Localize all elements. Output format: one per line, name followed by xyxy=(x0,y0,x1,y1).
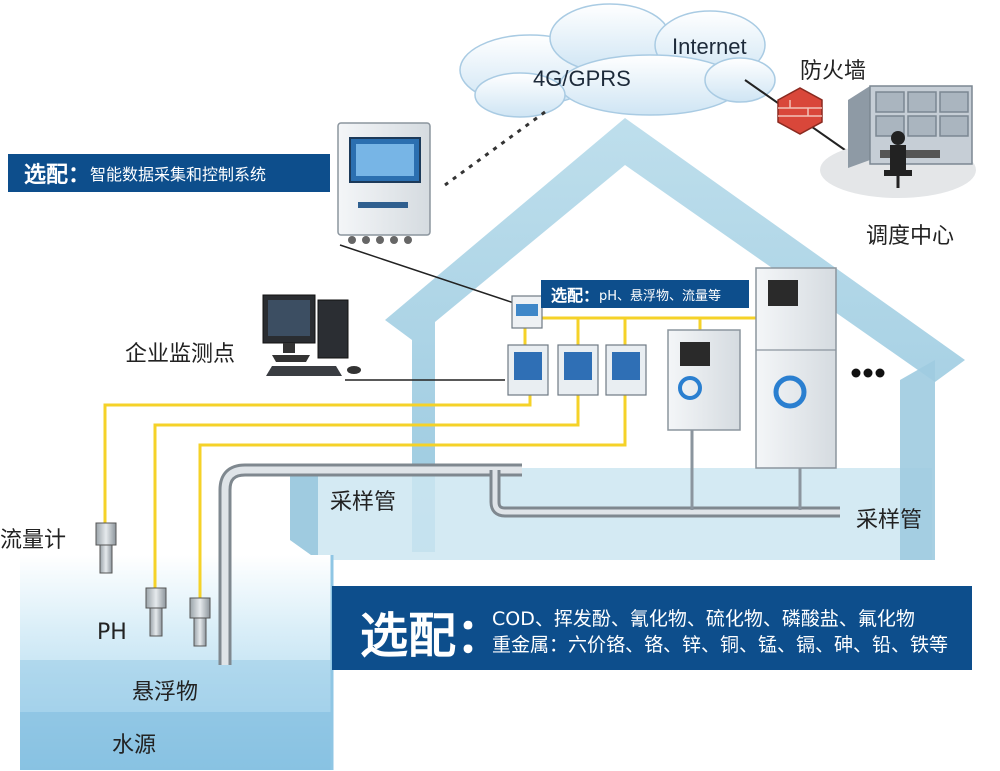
computer-icon xyxy=(262,294,361,376)
sampling-pipe-main xyxy=(218,463,522,665)
water-tank xyxy=(20,555,334,770)
option-tag-sensors-prefix: 选配： xyxy=(551,286,600,305)
dispatch-center-label: 调度中心 xyxy=(866,224,955,249)
system-cable xyxy=(339,244,521,306)
suspended-solids-label: 悬浮物 xyxy=(132,680,199,705)
flow-meter-probe xyxy=(95,522,117,574)
option-tag-analyzers-line1: COD、挥发酚、氰化物、硫化物、磷酸盐、氟化物 xyxy=(492,608,915,630)
option-tag-system-text: 智能数据采集和控制系统 xyxy=(90,165,267,184)
option-tag-sensors-text: pH、悬浮物、流量等 xyxy=(599,288,722,304)
meter-1 xyxy=(507,344,549,396)
flow-meter-label: 流量计 xyxy=(0,528,67,553)
control-system-device xyxy=(337,122,431,244)
firewall-icon xyxy=(777,87,823,135)
signal-wires xyxy=(103,305,792,605)
ph-label: PH xyxy=(97,620,127,645)
sampling-pipe-label-right: 采样管 xyxy=(856,508,923,533)
option-tag-system: 选配： 智能数据采集和控制系统 xyxy=(8,154,330,192)
firewall-label: 防火墙 xyxy=(800,59,867,84)
option-tag-sensors: 选配： pH、悬浮物、流量等 xyxy=(541,280,749,308)
ph-probe xyxy=(145,587,167,637)
sampling-pipe-label-left: 采样管 xyxy=(330,490,397,515)
meter-3 xyxy=(605,344,647,396)
wireless-link xyxy=(444,110,546,187)
more-devices-ellipsis xyxy=(851,368,885,378)
suspended-solids-probe xyxy=(189,597,211,647)
cloud xyxy=(459,3,776,118)
meter-2 xyxy=(557,344,599,396)
option-tag-analyzers-prefix: 选配： xyxy=(360,608,505,664)
analyzer-cabinet-large xyxy=(755,267,837,510)
option-tag-analyzers-line2: 重金属：六价铬、铬、锌、铜、锰、镉、砷、铅、铁等 xyxy=(492,634,949,656)
sampling-pipe-return xyxy=(489,470,840,518)
internet-label: Internet xyxy=(672,34,747,59)
option-tag-system-prefix: 选配： xyxy=(24,163,91,188)
dispatch-center-icon xyxy=(820,85,976,198)
network-label: 4G/GPRS xyxy=(533,66,631,91)
enterprise-monitoring-point-label: 企业监测点 xyxy=(125,342,236,367)
analyzer-cabinet-small xyxy=(667,329,741,510)
small-controller-device xyxy=(511,295,543,329)
option-tag-analyzers: 选配： COD、挥发酚、氰化物、硫化物、磷酸盐、氟化物 重金属：六价铬、铬、锌、… xyxy=(332,586,972,670)
water-source-label: 水源 xyxy=(112,733,157,758)
